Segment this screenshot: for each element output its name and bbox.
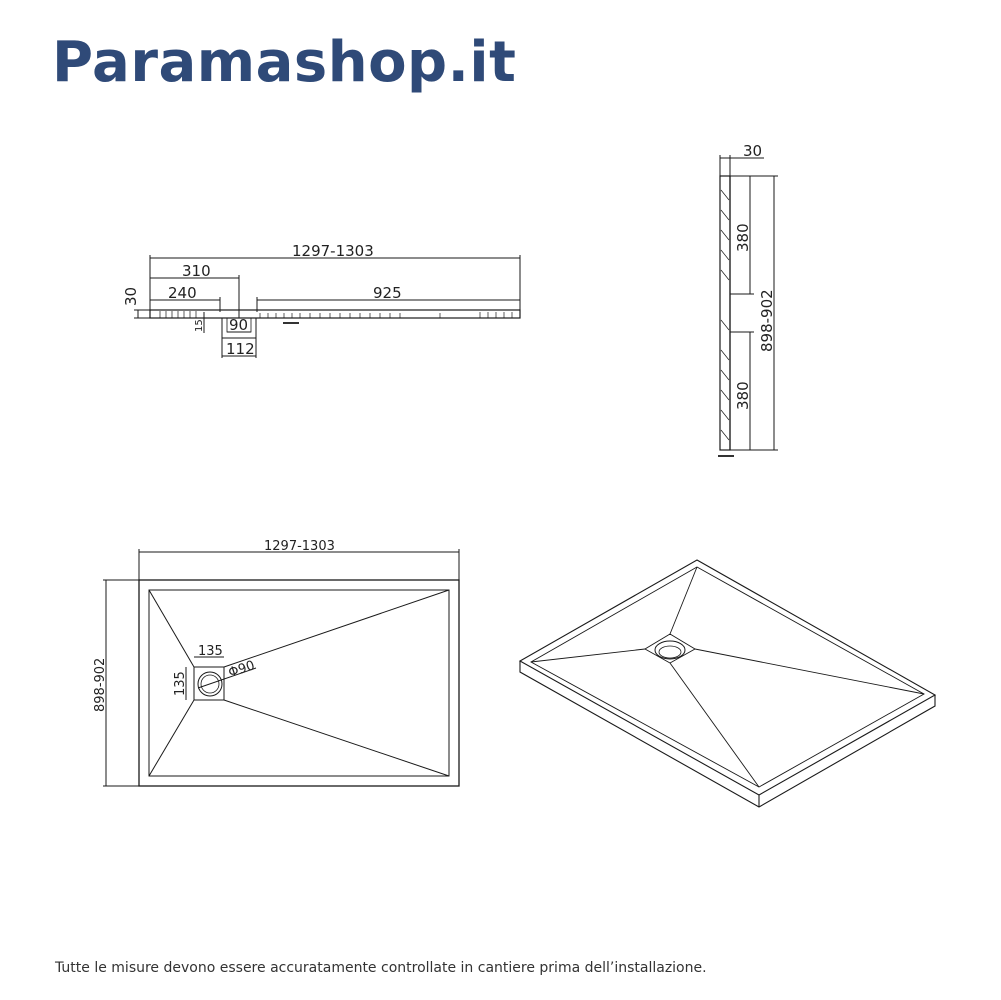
isometric-view xyxy=(518,559,937,808)
top-dim-drain-height: 135 xyxy=(173,671,188,696)
top-dim-height: 898-902 xyxy=(93,658,108,712)
side-view: 30 898-902 380 380 xyxy=(718,142,778,457)
side-dim-380-upper: 380 xyxy=(734,223,752,252)
top-dim-drain-width: 135 xyxy=(198,644,223,659)
front-dim-90: 90 xyxy=(229,316,248,334)
side-dim-30: 30 xyxy=(743,142,762,160)
front-dim-overall: 1297-1303 xyxy=(292,242,374,260)
front-dim-30: 30 xyxy=(122,287,140,306)
front-view: 1297-1303 310 240 925 30 15 90 112 xyxy=(122,242,521,358)
footer-note: Tutte le misure devono essere accuratame… xyxy=(55,960,707,976)
front-dim-925: 925 xyxy=(373,284,402,302)
top-view: 1297-1303 898-902 135 135 Φ90 xyxy=(93,539,460,787)
brand-logo: Paramashop.it xyxy=(52,30,517,95)
side-dim-380-lower: 380 xyxy=(734,381,752,410)
front-dim-240: 240 xyxy=(168,284,197,302)
front-dim-310: 310 xyxy=(182,262,211,280)
side-dim-overall: 898-902 xyxy=(758,289,776,352)
top-dim-width: 1297-1303 xyxy=(264,539,335,554)
front-dim-112: 112 xyxy=(226,340,255,358)
front-dim-15: 15 xyxy=(194,319,205,332)
top-dim-drain-diameter: Φ90 xyxy=(227,658,257,681)
